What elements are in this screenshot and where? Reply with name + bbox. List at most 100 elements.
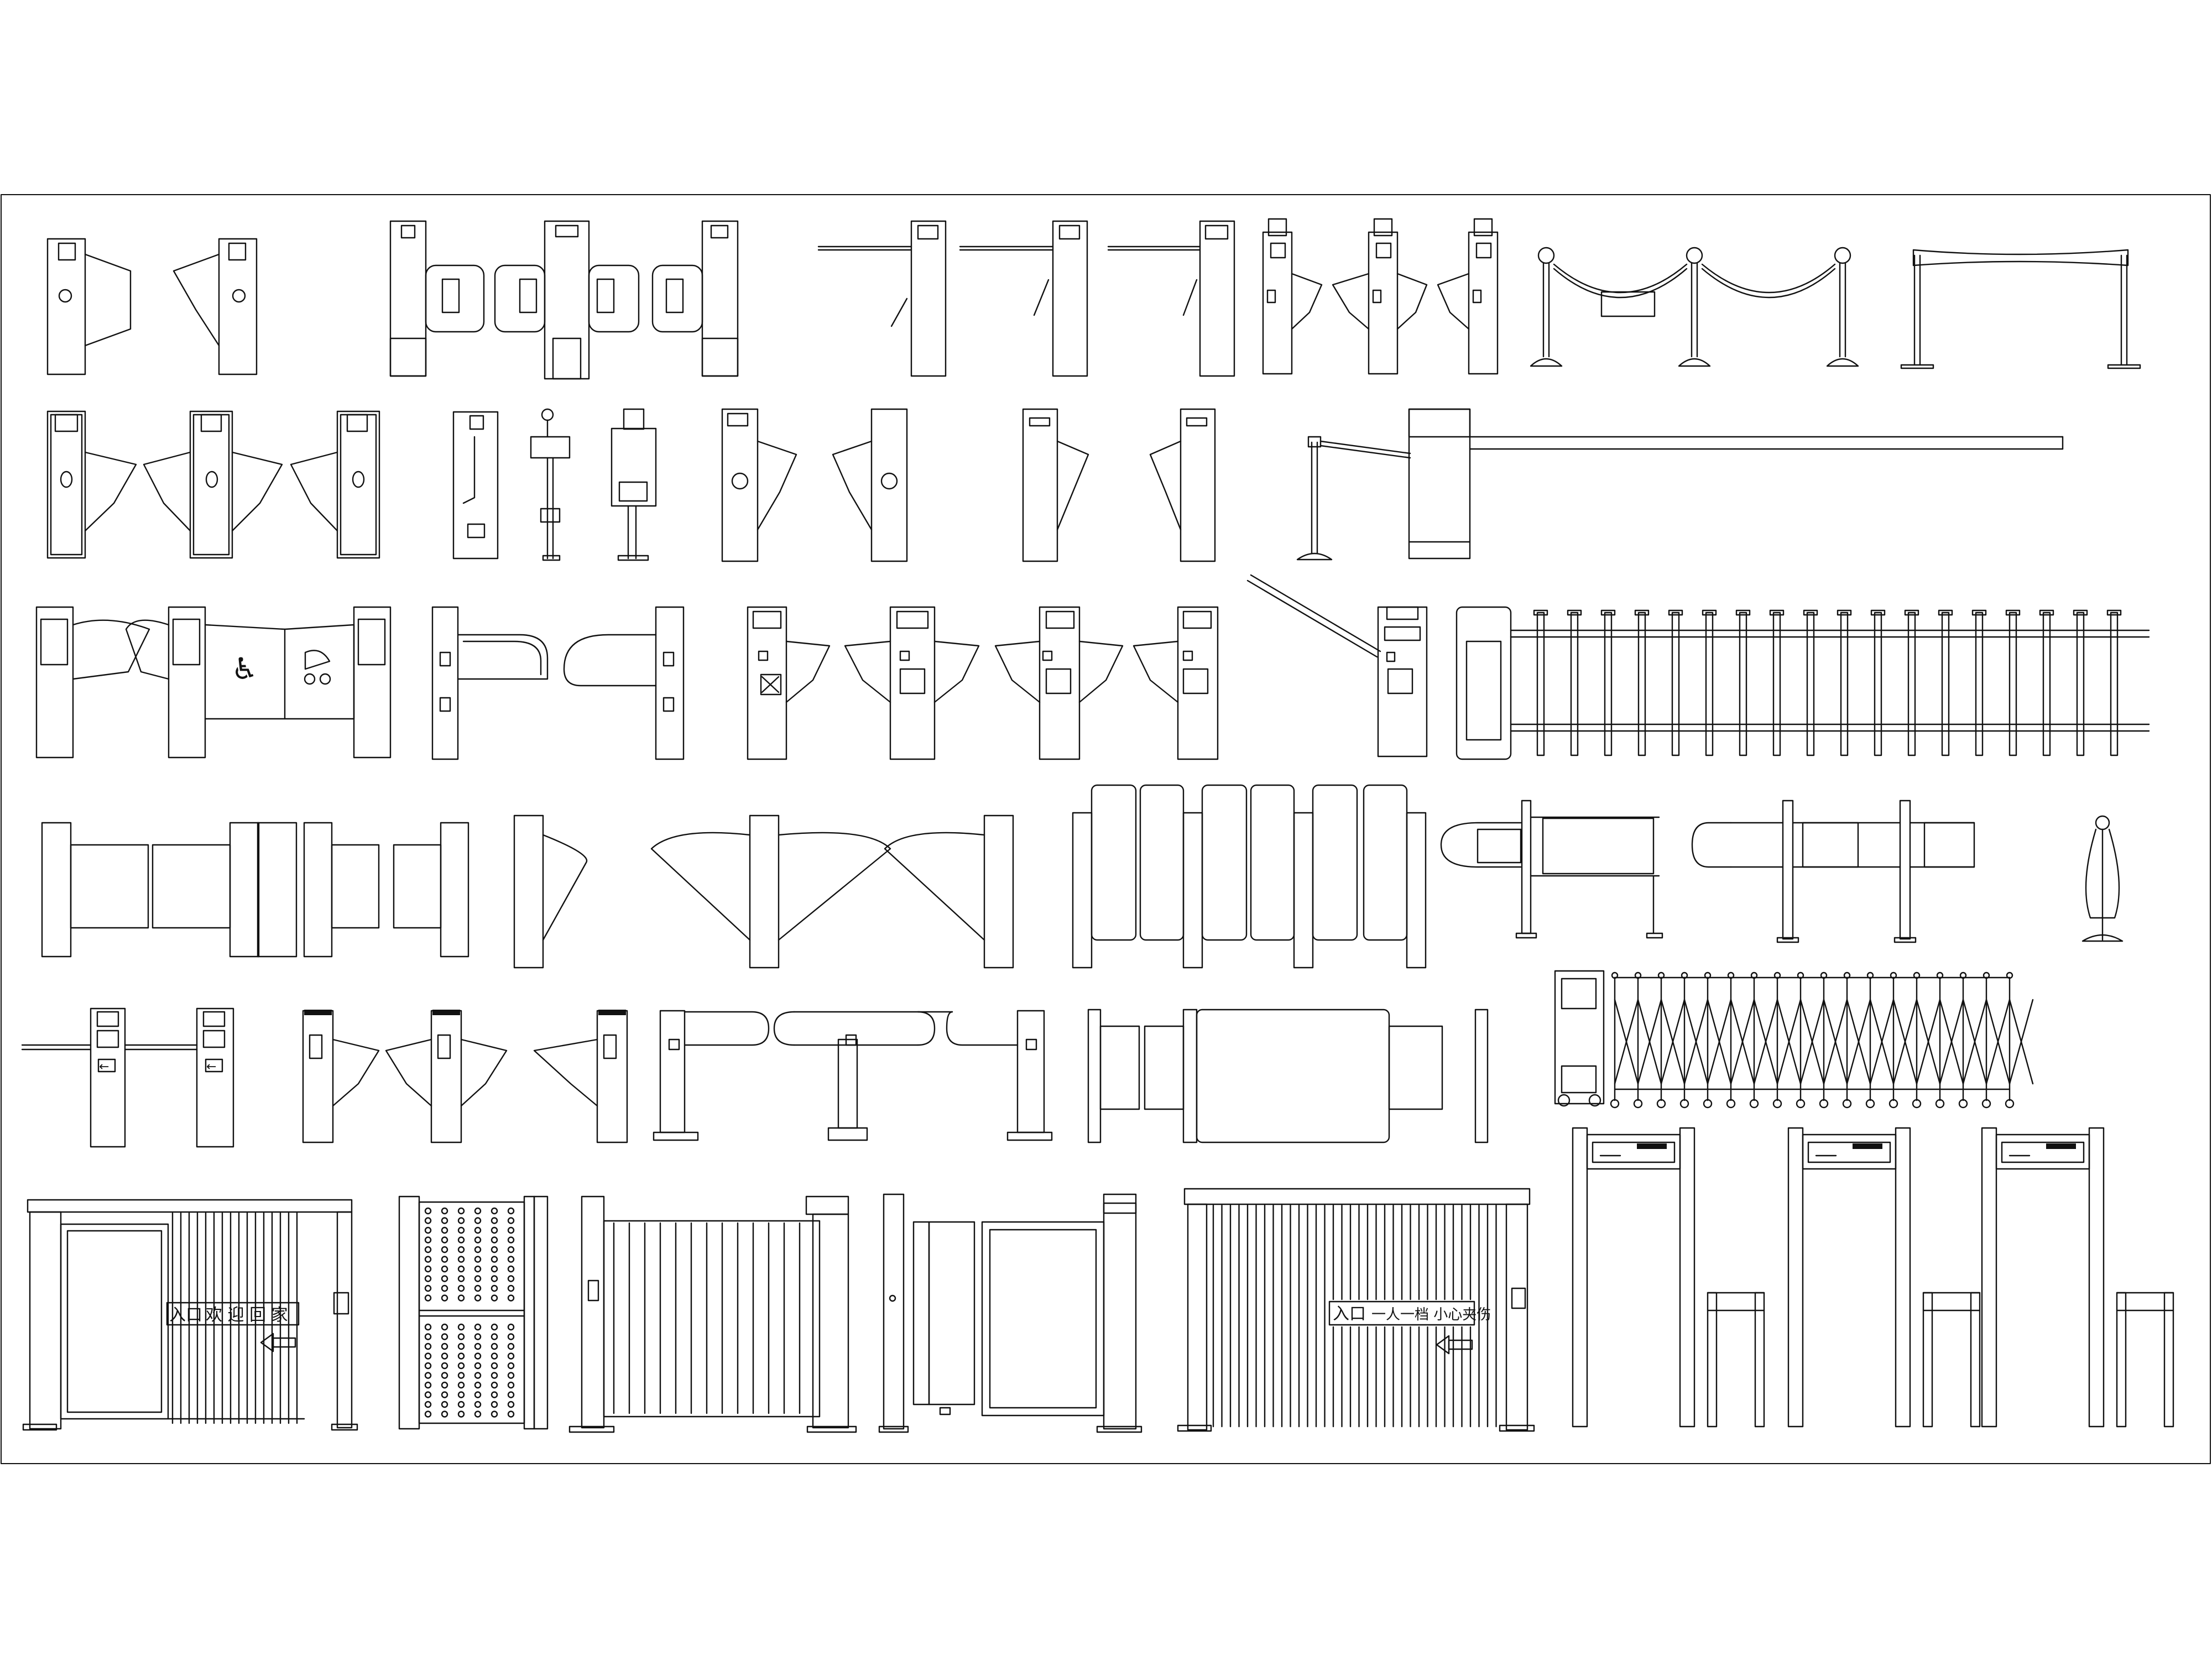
guide-post [1707, 1292, 1718, 1428]
perforation [491, 1391, 498, 1398]
folding-gate-wheel [1981, 1099, 1991, 1109]
perforation [491, 1362, 498, 1370]
perforation [424, 1275, 432, 1282]
perforation [507, 1323, 515, 1331]
perforation [441, 1381, 448, 1389]
perforation [507, 1362, 515, 1370]
perforation [474, 1391, 482, 1398]
swing-arm-gates-row-3 [431, 606, 685, 760]
perforation [457, 1411, 465, 1418]
perforation [441, 1275, 448, 1282]
perforation [507, 1236, 515, 1244]
triangle-wing-gates [513, 814, 1014, 969]
arrow-left-icon: ← [206, 1060, 216, 1074]
perforation [424, 1411, 432, 1418]
glass-door-gate [878, 1193, 1142, 1433]
perforation [441, 1256, 448, 1263]
perforation [507, 1284, 515, 1292]
perforation [507, 1246, 515, 1253]
swing-gate-trio [389, 220, 739, 380]
guide-post [1970, 1292, 1981, 1428]
perforation [424, 1217, 432, 1224]
card-reader-flap-gates-row-3 [747, 606, 1219, 760]
perforation [491, 1294, 498, 1302]
perforation [424, 1362, 432, 1370]
perforation [457, 1343, 465, 1350]
folding-gate-wheel [1842, 1099, 1852, 1109]
folding-gate-wheel [1703, 1099, 1713, 1109]
folding-gate-link [1962, 999, 1987, 1085]
perforation [474, 1323, 482, 1331]
perforation [491, 1343, 498, 1350]
folding-gate-wheel [1912, 1099, 1922, 1109]
perforation [491, 1401, 498, 1408]
metal-detector-gates [1572, 1127, 2174, 1428]
perforation [491, 1265, 498, 1273]
perforation [457, 1284, 465, 1292]
detector-pillar [1787, 1127, 1804, 1428]
perforation [457, 1333, 465, 1340]
perforation [457, 1323, 465, 1331]
folding-gate-link [1660, 999, 1686, 1085]
perforation [424, 1381, 432, 1389]
pedestrian-gate-a [22, 1199, 358, 1431]
perforation [507, 1217, 515, 1224]
pedestrian-gate-b [1177, 1188, 1535, 1432]
perforated-pedestrian-gate [398, 1195, 549, 1430]
perforation [424, 1372, 432, 1379]
flap-gate-pair-d [1022, 408, 1216, 562]
flap-gate-pair-c [721, 408, 908, 562]
fence-post-cap [1769, 609, 1785, 616]
folding-gate-wheel [1796, 1099, 1806, 1109]
perforation [507, 1333, 515, 1340]
perforation [491, 1323, 498, 1331]
perforation [457, 1391, 465, 1398]
folding-gate-wheel [1888, 1099, 1898, 1109]
guide-post [1754, 1292, 1765, 1428]
detector-header [1586, 1134, 1681, 1170]
folding-gate-link [1916, 999, 1941, 1085]
detector-pillar [1679, 1127, 1695, 1428]
perforation [507, 1294, 515, 1302]
guide-post [2116, 1292, 2127, 1428]
railing-swing-gates [1440, 800, 1975, 943]
guide-post [2163, 1292, 2174, 1428]
perforation [424, 1333, 432, 1340]
perforation [457, 1207, 465, 1215]
retractable-belt-barrier [1900, 249, 2141, 369]
fence-post [1907, 612, 1916, 756]
drawing-frame [1, 194, 2211, 1464]
perforation [441, 1294, 448, 1302]
retractable-folding-gate [1554, 970, 2034, 1109]
perforation [491, 1372, 498, 1379]
fence-post-cap [2073, 609, 2088, 616]
perforation [424, 1352, 432, 1360]
perforation [424, 1207, 432, 1215]
fence-post-cap [2039, 609, 2054, 616]
perforation [491, 1246, 498, 1253]
sign-b-entrance: 入口 [1333, 1304, 1366, 1324]
perforation [457, 1256, 465, 1263]
perforation [457, 1401, 465, 1408]
perforation [457, 1265, 465, 1273]
perforation [424, 1236, 432, 1244]
folding-gate-link [1846, 999, 1871, 1085]
perforation [424, 1226, 432, 1234]
flap-gate-trio-e [302, 1010, 628, 1143]
fence-post [1772, 612, 1781, 756]
perforation [441, 1246, 448, 1253]
detector-pillar [1981, 1127, 1997, 1428]
perforation [457, 1275, 465, 1282]
perforation [424, 1294, 432, 1302]
fence-gate-barrier [1455, 606, 2150, 760]
fence-post [1570, 612, 1579, 756]
fence-post [1671, 612, 1680, 756]
fence-post-cap [1837, 609, 1852, 616]
speed-gate-glass-panels [1072, 784, 1427, 969]
fence-post [1806, 612, 1815, 756]
folding-gate-link [1683, 999, 1709, 1085]
fence-post [1604, 612, 1613, 756]
wheelchair-icon: ♿ [231, 651, 258, 686]
sign-b-text: 一人一档 小心夹伤 [1371, 1307, 1491, 1323]
